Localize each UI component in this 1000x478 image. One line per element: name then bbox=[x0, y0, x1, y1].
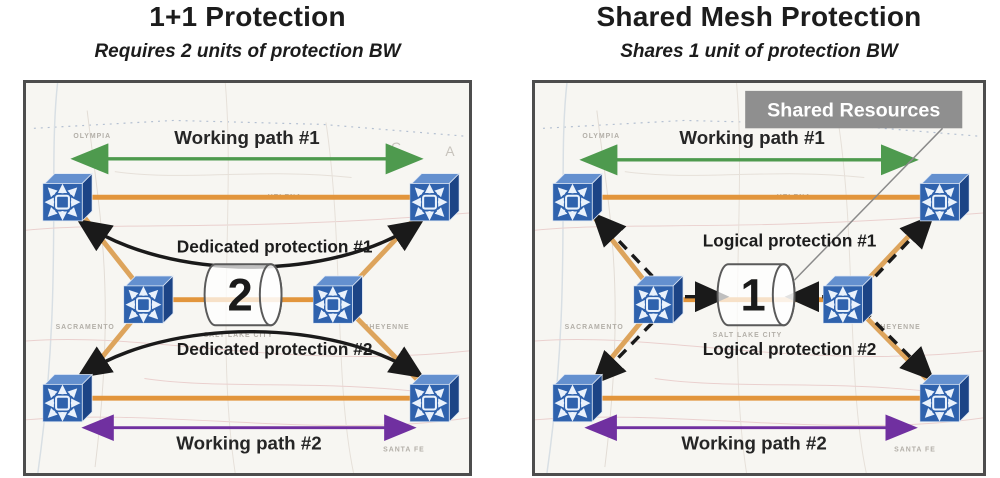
shared-resources-leader-line bbox=[793, 127, 944, 281]
switch-node-icon bbox=[823, 276, 872, 323]
map-label: OLYMPIA bbox=[73, 133, 111, 140]
right-panel-subtitle: Shares 1 unit of protection BW bbox=[620, 41, 898, 62]
map-label: OLYMPIA bbox=[582, 133, 620, 140]
logical-protection-1-label: Logical protection #1 bbox=[703, 231, 877, 251]
left-title-block: 1+1 Protection Requires 2 units of prote… bbox=[23, 0, 472, 78]
shared-resources-callout: Shared Resources bbox=[745, 90, 963, 129]
switch-node-icon bbox=[920, 174, 969, 221]
one-plus-one-protection-diagram: OLYMPIA HELENA SACRAMENTO SALT LAKE CITY… bbox=[23, 80, 472, 476]
callout-box bbox=[745, 90, 963, 129]
working-path-1-label: Working path #1 bbox=[174, 127, 319, 148]
shared-mesh-protection-diagram: OLYMPIA HELENA SACRAMENTO SALT LAKE CITY… bbox=[532, 80, 986, 476]
switch-node-icon bbox=[124, 276, 173, 323]
map-label: SANTA FE bbox=[894, 446, 936, 453]
protection-units-value: 2 bbox=[227, 270, 252, 321]
bandwidth-cylinder: 2 bbox=[203, 263, 283, 327]
map-label: SACRAMENTO bbox=[565, 324, 624, 331]
switch-node-icon bbox=[553, 174, 602, 221]
map-label: CHEYENNE bbox=[363, 324, 409, 331]
switch-node-icon bbox=[410, 375, 459, 422]
map-label: SANTA FE bbox=[383, 446, 425, 453]
map-label: SALT LAKE CITY bbox=[204, 332, 274, 339]
protection-units-value: 1 bbox=[740, 270, 765, 321]
switch-node-icon bbox=[313, 276, 362, 323]
logical-protection-arrow bbox=[861, 308, 935, 382]
dedicated-protection-2-arrow bbox=[76, 329, 425, 379]
bandwidth-cylinder: 1 bbox=[716, 263, 796, 327]
logical-protection-arrow bbox=[861, 213, 935, 292]
left-diagram-svg: OLYMPIA HELENA SACRAMENTO SALT LAKE CITY… bbox=[26, 83, 469, 473]
dedicated-protection-1-label: Dedicated protection #1 bbox=[177, 236, 373, 256]
switch-node-icon bbox=[634, 276, 683, 323]
left-panel-title: 1+1 Protection bbox=[149, 1, 346, 32]
switch-node-icon bbox=[920, 375, 969, 422]
working-path-1-label: Working path #1 bbox=[679, 127, 824, 148]
working-path-2-label: Working path #2 bbox=[176, 432, 321, 453]
switch-node-icon bbox=[43, 375, 92, 422]
switch-node-icon bbox=[43, 174, 92, 221]
map-letter: A bbox=[445, 144, 456, 159]
dedicated-protection-2-label: Dedicated protection #2 bbox=[177, 339, 373, 359]
logical-protection-arrow bbox=[591, 308, 667, 386]
logical-protection-2-label: Logical protection #2 bbox=[703, 339, 877, 359]
right-title-block: Shared Mesh Protection Shares 1 unit of … bbox=[532, 0, 986, 78]
shared-resources-label: Shared Resources bbox=[767, 100, 940, 122]
map-label: SALT LAKE CITY bbox=[713, 332, 783, 339]
switch-node-icon bbox=[553, 375, 602, 422]
working-path-2-label: Working path #2 bbox=[681, 432, 826, 453]
map-label: CHEYENNE bbox=[874, 324, 920, 331]
map-letter: C bbox=[391, 140, 403, 155]
switch-node-icon bbox=[410, 174, 459, 221]
right-diagram-svg: OLYMPIA HELENA SACRAMENTO SALT LAKE CITY… bbox=[535, 83, 983, 473]
right-panel-title: Shared Mesh Protection bbox=[596, 1, 922, 32]
left-panel-subtitle: Requires 2 units of protection BW bbox=[94, 41, 401, 62]
map-label: SACRAMENTO bbox=[56, 324, 115, 331]
logical-protection-arrow bbox=[591, 211, 667, 292]
